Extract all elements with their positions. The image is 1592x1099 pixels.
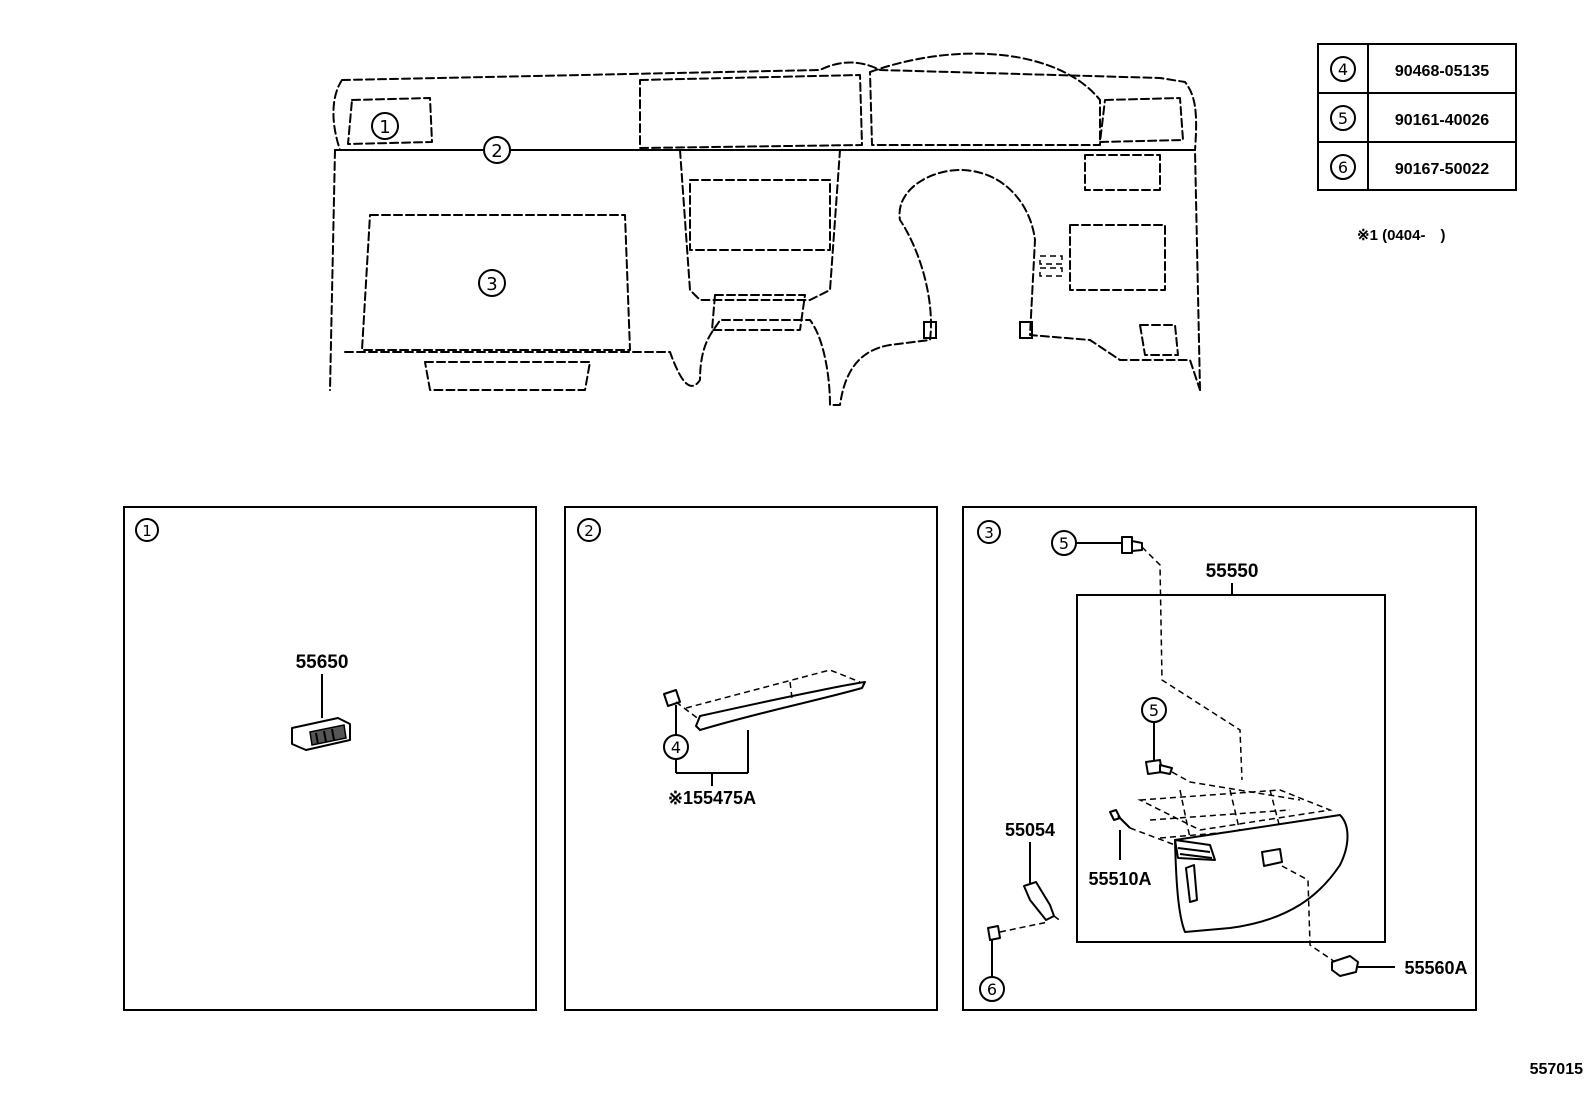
production-date-note: ※1 (0404- ) — [1357, 227, 1445, 244]
svg-text:90468-05135: 90468-05135 — [1395, 63, 1489, 80]
svg-text:55054: 55054 — [1005, 820, 1055, 840]
diagram-id: 557015 — [1530, 1061, 1583, 1078]
svg-text:1: 1 — [142, 522, 152, 540]
svg-text:2: 2 — [584, 522, 594, 540]
part-55560A-damper[interactable]: 55560A — [1331, 955, 1468, 978]
svg-text:90167-50022: 90167-50022 — [1395, 161, 1489, 178]
svg-text:3: 3 — [486, 274, 497, 295]
fastener-table: 4 90468-05135 5 90161-40026 6 90167-5002… — [1317, 43, 1517, 191]
fastener-row-5[interactable]: 5 90161-40026 — [1330, 105, 1489, 131]
svg-text:1: 1 — [379, 117, 390, 138]
svg-text:6: 6 — [1338, 158, 1348, 177]
svg-text:4: 4 — [1338, 60, 1348, 79]
svg-text:5: 5 — [1338, 109, 1348, 128]
svg-text:※155475A: ※155475A — [668, 788, 756, 808]
overview-callout-1[interactable]: 1 — [371, 112, 399, 140]
part-55054-stopper[interactable]: 55054 — [1005, 820, 1055, 921]
part-55510A-pin[interactable]: 55510A — [1088, 809, 1176, 889]
svg-text:55510A: 55510A — [1088, 869, 1151, 889]
panel-3-index — [977, 520, 1001, 544]
svg-text:4: 4 — [671, 738, 681, 757]
svg-text:55650: 55650 — [296, 652, 349, 673]
glove-box-door[interactable] — [1137, 789, 1349, 933]
svg-text:55560A: 55560A — [1404, 958, 1467, 978]
part-55475A-trim-panel[interactable]: 4 ※155475A — [663, 669, 866, 808]
svg-text:2: 2 — [491, 141, 502, 162]
detail-panel-1: 1 55650 — [123, 506, 537, 1011]
fastener-row-6[interactable]: 6 90167-50022 — [1330, 154, 1489, 180]
instrument-panel-outline — [329, 52, 1201, 406]
overview-callout-2[interactable]: 2 — [483, 136, 511, 164]
panel-2-index — [577, 518, 601, 542]
panel-1-index — [135, 518, 159, 542]
part-55650-air-vent[interactable]: 55650 — [291, 652, 351, 751]
svg-text:6: 6 — [987, 980, 997, 999]
part-55550-label[interactable]: 55550 — [1206, 561, 1259, 582]
detail-panel-3: 3 55550 5 5 — [962, 506, 1477, 1011]
overview-callout-3[interactable]: 3 — [478, 269, 506, 297]
svg-text:3: 3 — [984, 524, 994, 542]
svg-text:5: 5 — [1059, 534, 1069, 553]
bolt-5-mid[interactable]: 5 — [1141, 697, 1173, 775]
detail-panel-2: 2 4 ※155475A — [564, 506, 938, 1011]
bolt-5-top[interactable]: 5 — [1051, 530, 1143, 556]
screw-6[interactable]: 6 — [979, 921, 1049, 1002]
svg-text:5: 5 — [1149, 701, 1159, 720]
fastener-row-4[interactable]: 4 90468-05135 — [1330, 56, 1489, 82]
svg-text:90161-40026: 90161-40026 — [1395, 112, 1489, 129]
